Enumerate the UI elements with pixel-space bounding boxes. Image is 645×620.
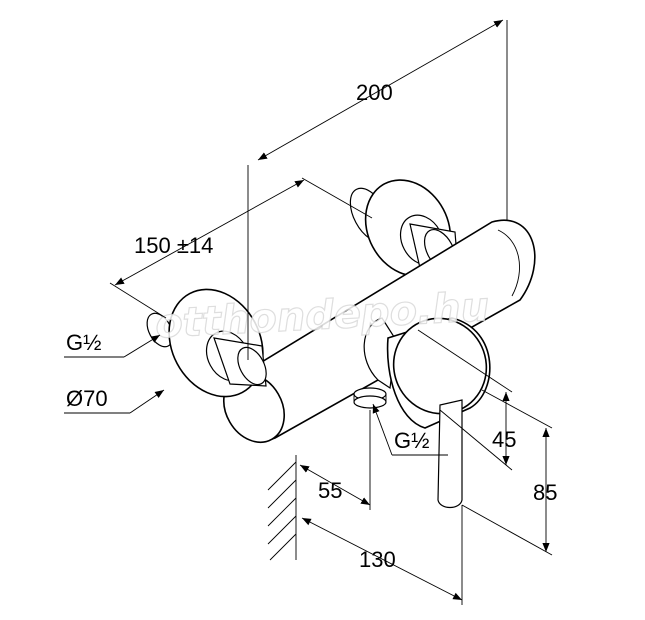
leader-outlet-thread: G½ — [372, 403, 448, 456]
leader-inlet-thread: G½ — [64, 330, 161, 358]
rosette-diameter-label: Ø70 — [66, 386, 108, 411]
dimension-55-label: 55 — [318, 478, 342, 503]
dimension-45: 45 — [417, 329, 516, 471]
dimension-45-label: 45 — [492, 427, 516, 452]
leader-rosette-diameter: Ø70 — [64, 386, 165, 414]
dimension-200: 200 — [247, 19, 508, 360]
front-rosette — [146, 288, 267, 398]
dimension-200-label: 200 — [356, 80, 393, 105]
outlet-thread-label: G½ — [394, 428, 429, 453]
outlet-bracket — [353, 317, 397, 409]
dimension-150: 150 ±14 — [109, 177, 373, 319]
mixing-lever — [386, 317, 491, 509]
dimension-130: 130 — [301, 505, 463, 605]
inlet-thread-label: G½ — [66, 330, 101, 355]
dimension-85: 85 — [461, 389, 557, 556]
dimension-85-label: 85 — [533, 480, 557, 505]
wall-hatching — [267, 455, 297, 561]
dimension-130-label: 130 — [359, 547, 396, 572]
dimension-55: 55 — [299, 410, 371, 510]
dimension-150-label: 150 ±14 — [134, 233, 213, 258]
